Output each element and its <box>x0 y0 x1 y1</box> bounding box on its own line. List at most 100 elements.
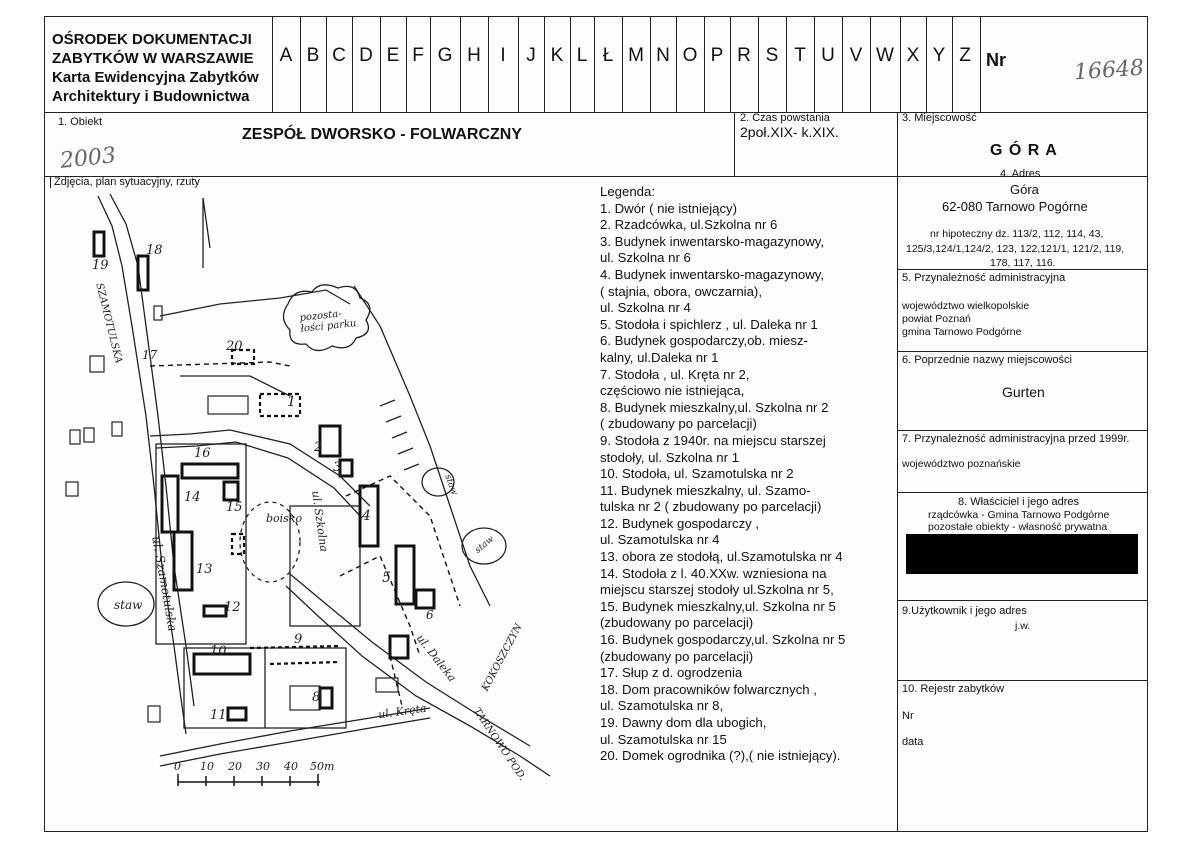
mortgage-line-3: 178, 117, 116. <box>990 257 1056 269</box>
place-value: G Ó R A <box>990 142 1058 159</box>
map-building-number: 8 <box>312 690 321 705</box>
site-plan-map <box>65 193 551 786</box>
legend-line: 15. Budynek mieszkalny,ul. Szkolna nr 5 <box>600 598 836 614</box>
letter-cell: N <box>656 45 670 66</box>
scale-tick-label: 10 <box>200 760 214 773</box>
letter-cell: O <box>682 45 698 66</box>
legend-line: 16. Budynek gospodarczy,ul. Szkolna nr 5 <box>600 632 846 648</box>
map-building-number: 3 <box>333 460 342 475</box>
map-building-number: 18 <box>146 243 163 258</box>
map-building-number: 19 <box>92 258 109 273</box>
letter-cell: B <box>306 45 320 66</box>
legend-line: 7. Stodoła , ul. Kręta nr 2, <box>600 366 750 382</box>
letter-cell: R <box>737 45 751 66</box>
user-value: j.w. <box>1015 620 1031 632</box>
letter-cell: Y <box>932 45 946 66</box>
map-label-staw-1: staw <box>114 598 143 612</box>
legend-line: 9. Stodoła z 1940r. na miejscu starszej <box>600 432 826 448</box>
photos-label: Zdjęcia, plan sytuacyjny, rzuty <box>50 176 200 188</box>
legend-line: 6. Budynek gospodarczy,ob. miesz- <box>600 333 808 349</box>
legend-line: ul. Szkolna nr 4 <box>600 300 691 316</box>
map-building-number: 15 <box>226 500 243 515</box>
map-building-number: 14 <box>184 490 201 505</box>
letter-cell: V <box>849 45 863 66</box>
letter-cell: S <box>765 45 779 66</box>
map-building-number: 11 <box>210 708 227 723</box>
letter-cell: G <box>437 45 453 66</box>
admin-pre1999-label: 7. Przynależność administracyjna przed 1… <box>902 433 1130 445</box>
legend-line: 10. Stodoła, ul. Szamotulska nr 2 <box>600 466 794 482</box>
time-label: 2. Czas powstania <box>740 112 830 124</box>
record-card <box>44 16 1148 832</box>
address-line-2: 62-080 Tarnowo Pogórne <box>942 199 1088 214</box>
letter-cell: K <box>550 45 564 66</box>
map-building-number: 17 <box>142 348 158 362</box>
letter-cell: X <box>906 45 920 66</box>
legend-line: ul. Szkolna nr 6 <box>600 250 691 266</box>
legend-line: ul. Szamotulska nr 4 <box>600 532 720 548</box>
legend-line: 18. Dom pracowników folwarcznych , <box>600 681 817 697</box>
map-building-number: 13 <box>196 562 213 577</box>
owner-label: 8. Właściciel i jego adres <box>958 496 1080 508</box>
admin-pre1999-value: województwo poznańskie <box>902 458 1021 470</box>
legend-line: ( stajnia, obora, owczarnia), <box>600 283 762 299</box>
owner-line-2: pozostałe obiekty - własność prywatna <box>928 521 1108 533</box>
scale-tick-label: 40 <box>284 760 298 773</box>
letter-cell: E <box>386 45 400 66</box>
map-building-number: 2 <box>314 440 323 455</box>
legend-line: ( zbudowany po parcelacji) <box>600 416 757 432</box>
scale-tick-label: 30 <box>256 760 270 773</box>
map-building-number: 9 <box>294 632 303 647</box>
letter-cell: T <box>794 45 806 66</box>
mortgage-line-1: nr hipoteczny dz. 113/2, 112, 114, 43, <box>930 228 1104 240</box>
map-building-number: 12 <box>224 600 241 615</box>
legend-line: kalny, ul.Daleka nr 1 <box>600 349 719 365</box>
legend-line: 5. Stodoła i spichlerz , ul. Daleka nr 1 <box>600 316 818 332</box>
letter-cell: H <box>467 45 481 66</box>
legend-line: stodoły, ul. Szkolna nr 1 <box>600 449 740 465</box>
scale-tick-label: 0 <box>174 760 181 773</box>
legend-line: 1. Dwór ( nie istniejący) <box>600 200 738 216</box>
institution-line-3: Karta Ewidencyjna Zabytków <box>52 69 259 86</box>
letter-cell: Ł <box>602 45 614 66</box>
scale-tick-label: 20 <box>228 760 242 773</box>
legend-line: 2. Rzadcówka, ul.Szkolna nr 6 <box>600 217 778 233</box>
legend-line: 12. Budynek gospodarczy , <box>600 515 760 531</box>
object-name: ZESPÓŁ DWORSKO - FOLWARCZNY <box>242 126 522 143</box>
legend-line: częściowo nie istniejąca, <box>600 383 745 399</box>
legend-line: 20. Domek ogrodnika (?),( nie istniejący… <box>600 748 841 764</box>
place-label: 3. Miejscowość <box>902 112 977 124</box>
register-nr: Nr <box>902 710 914 722</box>
legend-line: 8. Budynek mieszkalny,ul. Szkolna nr 2 <box>600 399 829 415</box>
user-label: 9.Użytkownik i jego adres <box>902 605 1027 617</box>
map-building-number: 10 <box>210 644 227 659</box>
legend-line: 19. Dawny dom dla ubogich, <box>600 715 767 730</box>
map-building-number: 16 <box>194 446 211 461</box>
admin-line-2: powiat Poznań <box>902 313 971 325</box>
nr-label: Nr <box>986 50 1007 70</box>
letter-cell: W <box>876 45 894 66</box>
letter-cell: Z <box>959 45 971 66</box>
map-building-number: 1 <box>287 394 296 410</box>
legend-line: 14. Stodoła z l. 40.XXw. wzniesiona na <box>600 565 827 581</box>
owner-line-1: rządcówka - Gmina Tarnowo Podgórne <box>928 509 1110 521</box>
legend-line: miejscu starszej stodoły ul.Szkolna nr 5… <box>600 582 834 598</box>
map-building-number: 4 <box>362 508 371 524</box>
legend-line: ul. Szamotulska nr 15 <box>600 731 727 747</box>
legend: Legenda: 1. Dwór ( nie istniejący) 2. Rz… <box>600 184 845 765</box>
institution-line-1: OŚRODEK DOKUMENTACJI <box>52 31 252 48</box>
map-building-number: 6 <box>426 608 434 622</box>
letter-cell: P <box>710 45 724 66</box>
legend-line: 11. Budynek mieszkalny, ul. Szamo- <box>600 482 811 498</box>
institution-line-2: ZABYTKÓW W WARSZAWIE <box>52 50 254 67</box>
legend-line: ul. Szamotulska nr 8, <box>600 698 724 714</box>
admin-label: 5. Przynależność administracyjna <box>902 272 1066 284</box>
letter-cell: F <box>412 45 424 66</box>
address-label: 4. Adres <box>1000 168 1041 180</box>
institution-header: OŚRODEK DOKUMENTACJI ZABYTKÓW W WARSZAWI… <box>52 30 259 106</box>
letter-cell: U <box>821 45 835 66</box>
letter-cell: L <box>576 45 588 66</box>
legend-line: 17. Słup z d. ogrodzenia <box>600 665 743 681</box>
former-names-value: Gurten <box>1002 384 1045 400</box>
letter-cell: C <box>332 45 346 66</box>
